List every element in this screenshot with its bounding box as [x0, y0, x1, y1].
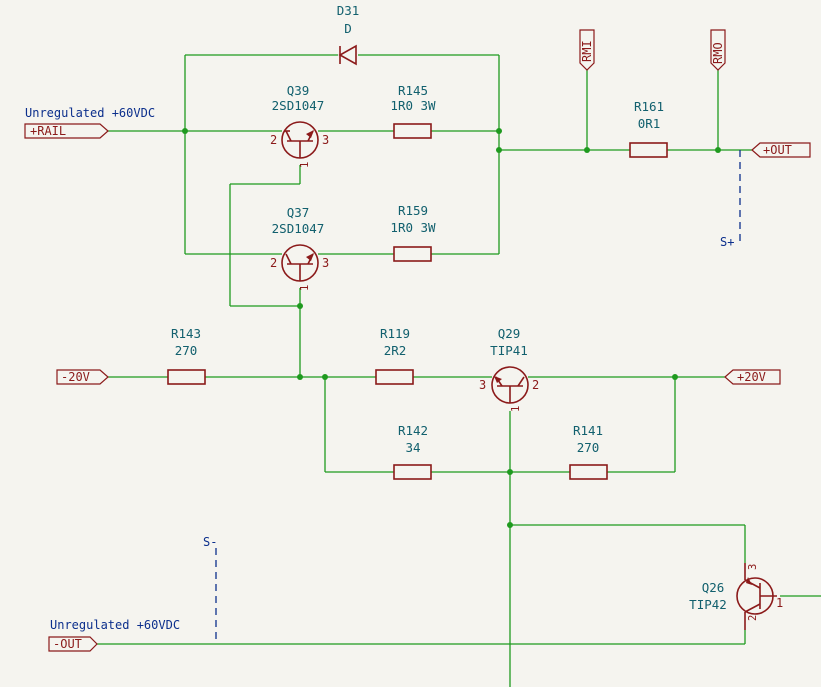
resistor-r119[interactable]: R119 2R2 — [375, 326, 414, 385]
q26-ref: Q26 — [702, 580, 725, 595]
sense-plus: S+ — [720, 150, 741, 249]
diode-d31[interactable]: D31 D — [337, 3, 360, 66]
q39-value: 2SD1047 — [272, 98, 325, 113]
transistor-q26[interactable]: Q26 TIP42 3 1 2 — [689, 563, 783, 630]
out-pos-label-text: +OUT — [763, 143, 792, 157]
q29-pin-3: 3 — [479, 378, 486, 392]
junctions — [182, 128, 721, 528]
q39-pin-1: 1 — [299, 162, 311, 168]
q39-ref: Q39 — [287, 83, 310, 98]
q26-pin-2: 2 — [747, 615, 759, 621]
r159-value: 1R0 3W — [390, 220, 436, 235]
resistor-r161[interactable]: R161 0R1 — [629, 99, 668, 158]
r161-ref: R161 — [634, 99, 664, 114]
q29-pin-2: 2 — [532, 378, 539, 392]
label-rail[interactable]: +RAIL — [24, 123, 109, 139]
r119-ref: R119 — [380, 326, 410, 341]
q37-pin-3: 3 — [322, 256, 329, 270]
q37-value: 2SD1047 — [272, 221, 325, 236]
pos20-label-text: +20V — [737, 370, 766, 384]
q37-pin-1: 1 — [299, 285, 311, 291]
label-out-pos[interactable]: +OUT — [751, 142, 811, 158]
d31-value: D — [344, 21, 352, 36]
transistor-q39[interactable]: Q39 2SD1047 2 3 1 — [270, 83, 329, 168]
r143-value: 270 — [175, 343, 198, 358]
q26-pin-3: 3 — [747, 564, 759, 570]
resistor-r142[interactable]: R142 34 — [393, 423, 432, 480]
r143-ref: R143 — [171, 326, 201, 341]
label-rmi[interactable]: RMI — [579, 29, 595, 71]
r145-value: 1R0 3W — [390, 98, 436, 113]
s-minus-text: S- — [203, 535, 217, 549]
q26-pin-1: 1 — [776, 596, 783, 610]
rail-note: Unregulated +60VDC — [25, 106, 155, 120]
q39-pin-2: 2 — [270, 133, 277, 147]
resistor-r141[interactable]: R141 270 — [569, 423, 608, 480]
r142-value: 34 — [405, 440, 420, 455]
rail-label-text: +RAIL — [30, 124, 66, 138]
out-neg-note: Unregulated +60VDC — [50, 618, 180, 632]
q37-pin-2: 2 — [270, 256, 277, 270]
rmi-label-text: RMI — [580, 40, 594, 62]
wires — [97, 54, 821, 687]
label-pos20[interactable]: +20V — [724, 369, 781, 385]
transistor-q37[interactable]: Q37 2SD1047 2 3 1 — [270, 205, 329, 291]
q39-pin-3: 3 — [322, 133, 329, 147]
q26-value: TIP42 — [689, 597, 727, 612]
label-rmo[interactable]: RMO — [710, 29, 726, 71]
q29-pin-1: 1 — [510, 406, 522, 412]
q29-ref: Q29 — [498, 326, 521, 341]
q37-ref: Q37 — [287, 205, 310, 220]
label-neg20[interactable]: -20V — [56, 369, 109, 385]
r161-value: 0R1 — [638, 116, 661, 131]
resistor-r143[interactable]: R143 270 — [167, 326, 206, 385]
resistor-r145[interactable]: R145 1R0 3W — [390, 83, 436, 139]
neg20-label-text: -20V — [61, 370, 90, 384]
rmo-label-text: RMO — [711, 42, 725, 64]
r145-ref: R145 — [398, 83, 428, 98]
r141-value: 270 — [577, 440, 600, 455]
transistor-q29[interactable]: Q29 TIP41 3 2 1 — [479, 326, 539, 412]
r142-ref: R142 — [398, 423, 428, 438]
out-neg-label-text: -OUT — [53, 637, 82, 651]
sense-minus: S- — [203, 535, 217, 644]
label-out-neg[interactable]: -OUT — [48, 636, 98, 652]
q29-value: TIP41 — [490, 343, 528, 358]
r141-ref: R141 — [573, 423, 603, 438]
r159-ref: R159 — [398, 203, 428, 218]
s-plus-text: S+ — [720, 235, 734, 249]
resistor-r159[interactable]: R159 1R0 3W — [390, 203, 436, 262]
r119-value: 2R2 — [384, 343, 407, 358]
d31-ref: D31 — [337, 3, 360, 18]
